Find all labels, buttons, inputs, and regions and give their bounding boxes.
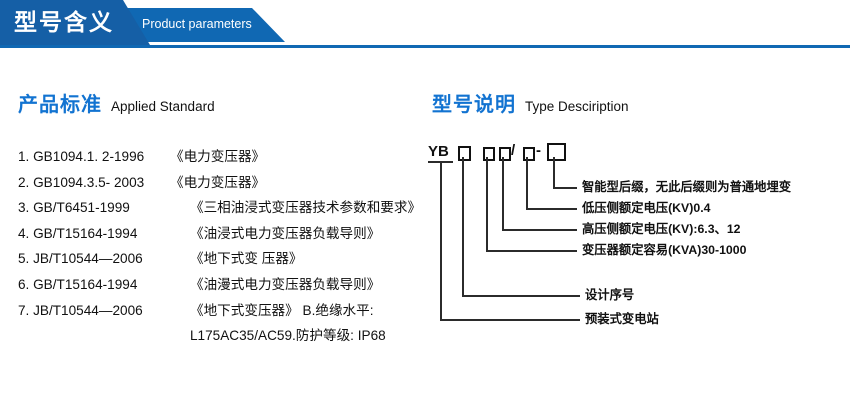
banner-dark-block [0, 0, 150, 45]
list-item: 2. GB1094.3.5- 2003 《电力变压器》 [18, 170, 438, 196]
page-header-banner: 型号含义 Product parameters [0, 0, 850, 48]
model-code-diagram: YB / - 智能型后缀，无此后缀则为普通地埋变 低压侧额定电压(KV)0.4 … [420, 140, 850, 350]
standard-code: 7. JB/T10544—2006 [18, 302, 143, 318]
standard-code: 3. GB/T6451-1999 [18, 200, 130, 216]
leader-hline-design-serial [462, 295, 580, 297]
code-box-capacity-marker [458, 146, 471, 161]
standards-list: 1. GB1094.1. 2-1996 《电力变压器》 2. GB1094.3.… [18, 144, 438, 349]
code-dash: - [536, 142, 541, 159]
callout-label-lv-rated-voltage: 低压侧额定电压(KV)0.4 [582, 201, 711, 215]
standard-code: 1. GB1094.1. 2-1996 [18, 149, 145, 164]
standard-name: 《电力变压器》 [170, 149, 266, 164]
callout-label-substation-type: 预装式变电站 [585, 312, 659, 326]
list-item: 7. JB/T10544—2006 《地下式变压器》 B.绝缘水平: [18, 298, 438, 324]
standard-name: 《三相油浸式变压器技术参数和要求》 [190, 200, 422, 216]
leader-vline-substation-type [440, 162, 442, 321]
leader-vline-smart-suffix [553, 157, 555, 189]
leader-vline-design-serial [462, 157, 464, 297]
leader-vline-capacity [486, 157, 488, 252]
standard-continuation-line: L175AC35/AC59.防护等级: IP68 [190, 328, 386, 344]
callout-label-design-serial: 设计序号 [585, 288, 635, 302]
code-slash: / [511, 142, 516, 159]
callout-label-smart-suffix: 智能型后缀，无此后缀则为普通地埋变 [582, 180, 792, 194]
standard-name: 《油漫式电力变压器负载导则》 [190, 276, 381, 292]
leader-hline-hv-voltage [502, 229, 577, 231]
banner-title-en: Product parameters [142, 17, 252, 31]
list-item: 6. GB/T15164-1994 《油漫式电力变压器负载导则》 [18, 272, 438, 298]
list-item: 1. GB1094.1. 2-1996 《电力变压器》 [18, 144, 438, 170]
standard-name: 《地下式变 压器》 [190, 251, 303, 267]
leader-vline-hv-voltage [502, 157, 504, 231]
code-box-hv-2 [499, 147, 511, 161]
list-item: 3. GB/T6451-1999 《三相油浸式变压器技术参数和要求》 [18, 195, 438, 221]
section-heading-left-en: Applied Standard [111, 99, 215, 114]
list-item: 4. GB/T15164-1994 《油浸式电力变压器负载导则》 [18, 221, 438, 247]
section-heading-right-cn: 型号说明 [432, 94, 516, 116]
leader-hline-smart-suffix [553, 187, 577, 189]
section-heading-right-en: Type Desciription [525, 99, 629, 114]
code-box-smart-suffix [547, 143, 566, 161]
section-heading-applied-standard: 产品标准 Applied Standard [18, 88, 215, 117]
section-heading-type-description: 型号说明 Type Desciription [432, 88, 629, 117]
standard-code: 4. GB/T15164-1994 [18, 225, 138, 241]
code-box-lv [523, 147, 535, 161]
code-box-hv-1 [483, 147, 495, 161]
section-heading-left-cn: 产品标准 [18, 94, 102, 116]
banner-underline [0, 45, 850, 48]
standard-name: 《电力变压器》 [170, 174, 266, 190]
standard-code: 2. GB1094.3.5- 2003 [18, 174, 145, 190]
standard-name: 《油浸式电力变压器负载导则》 [190, 225, 381, 241]
model-prefix-yb: YB [428, 143, 449, 160]
leader-vline-lv-voltage [526, 157, 528, 210]
standard-code: 6. GB/T15164-1994 [18, 276, 138, 292]
leader-hline-substation-type [440, 319, 580, 321]
callout-label-hv-rated-voltage: 高压侧额定电压(KV):6.3、12 [582, 222, 741, 236]
leader-hline-capacity [486, 250, 577, 252]
banner-title-cn: 型号含义 [14, 9, 114, 35]
leader-hline-lv-voltage [526, 208, 577, 210]
list-item: 5. JB/T10544—2006 《地下式变 压器》 [18, 246, 438, 272]
standard-name: 《地下式变压器》 B.绝缘水平: [190, 302, 374, 318]
callout-label-rated-capacity: 变压器额定容易(KVA)30-1000 [582, 243, 747, 257]
standard-code: 5. JB/T10544—2006 [18, 251, 143, 267]
